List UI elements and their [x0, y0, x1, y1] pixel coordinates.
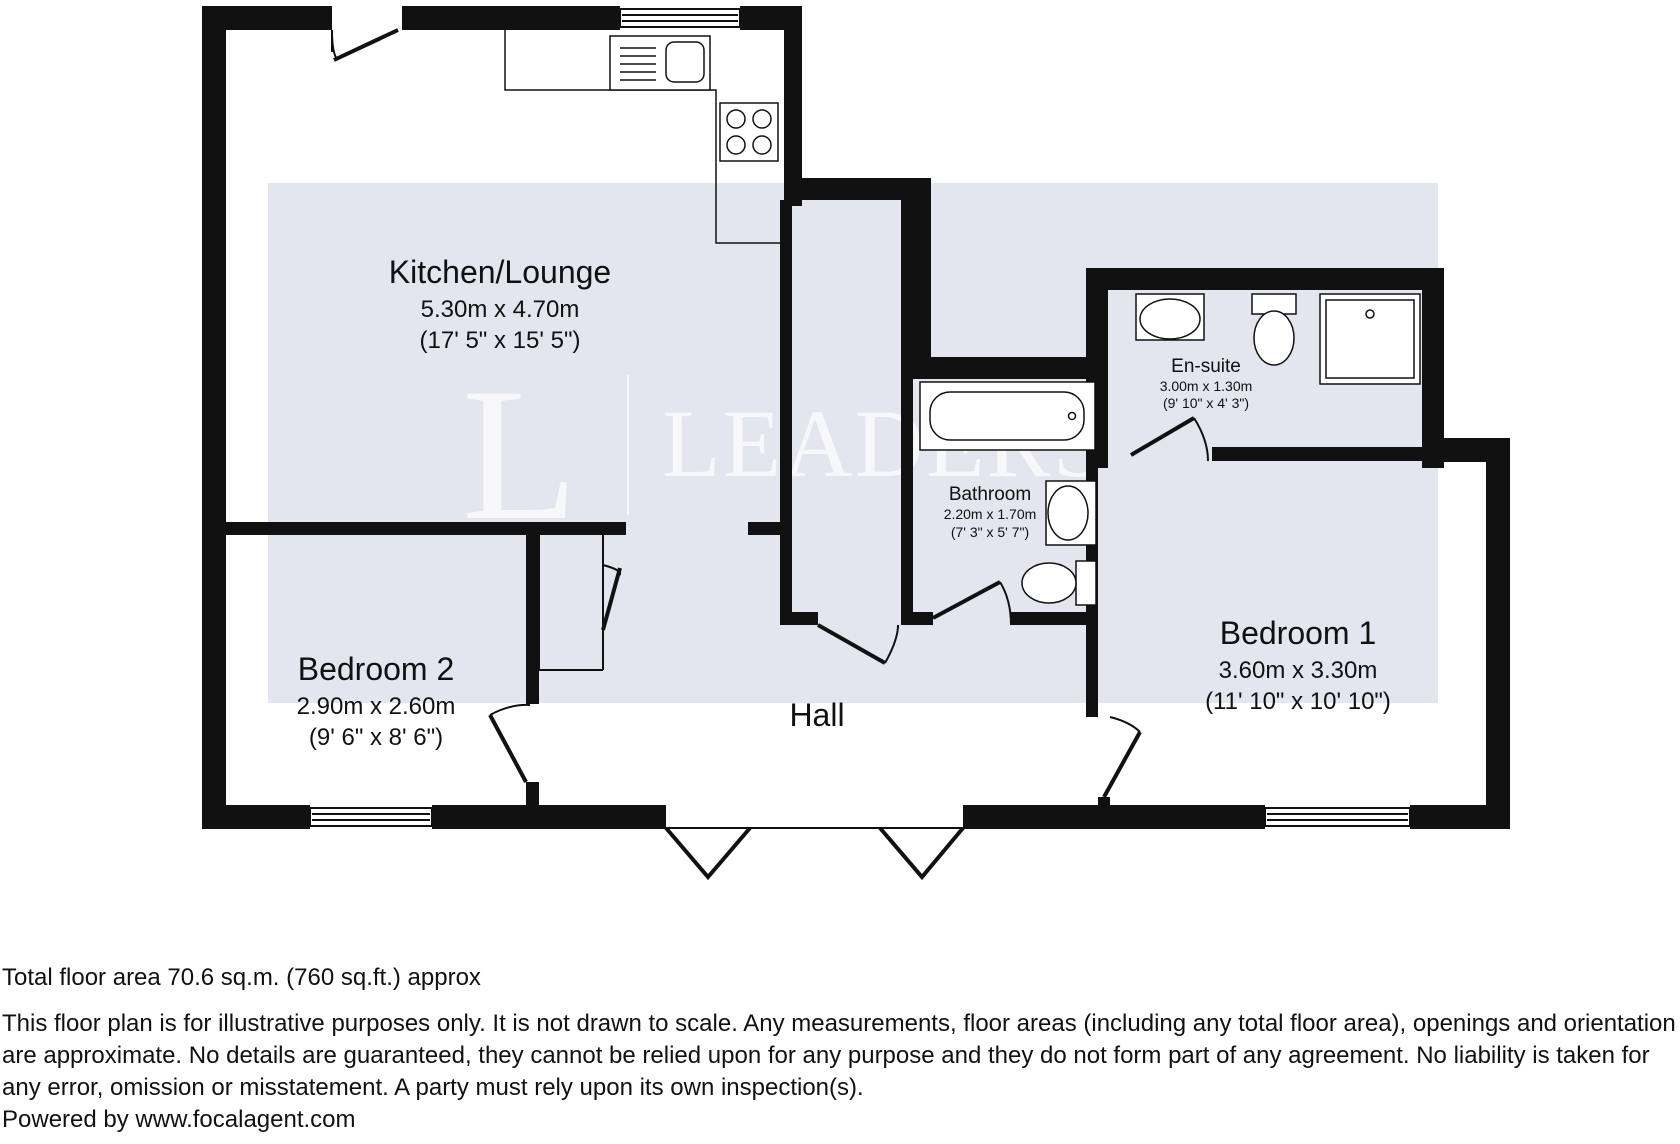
powered-by: Powered by www.focalagent.com [2, 1106, 356, 1133]
doors [331, 28, 1209, 881]
room-metric: 3.00m x 1.30m [1160, 378, 1253, 394]
bathroom-fittings [919, 381, 1097, 606]
toilet-icon [1021, 560, 1097, 606]
room-metric: 5.30m x 4.70m [421, 296, 580, 323]
hob-icon [719, 102, 779, 162]
basin-icon [1135, 293, 1205, 341]
room-metric: 3.60m x 3.30m [1219, 657, 1378, 684]
sink-icon [609, 35, 711, 91]
footer: Total floor area 70.6 sq.m. (760 sq.ft.)… [2, 962, 1678, 1136]
toilet-icon [1251, 293, 1297, 366]
ensuite-fittings [1135, 293, 1421, 385]
floor-plan: L LEADERS [202, 6, 1510, 881]
room-metric: 2.20m x 1.70m [944, 506, 1037, 522]
bath-icon [919, 381, 1096, 451]
room-imperial: (9' 10" x 4' 3") [1163, 395, 1249, 411]
room-name: Hall [789, 697, 844, 733]
room-imperial: (11' 10" x 10' 10") [1205, 688, 1391, 715]
room-metric: 2.90m x 2.60m [297, 693, 456, 720]
total-floor-area: Total floor area 70.6 sq.m. (760 sq.ft.)… [2, 964, 481, 991]
basin-icon [1045, 480, 1097, 546]
room-name: En-suite [1171, 356, 1241, 377]
room-imperial: (7' 3" x 5' 7") [951, 524, 1029, 540]
room-bedroom-1: Bedroom 1 3.60m x 3.30m (11' 10" x 10' 1… [1205, 615, 1391, 715]
room-bathroom: Bathroom 2.20m x 1.70m (7' 3" x 5' 7") [944, 484, 1037, 540]
shower-icon [1319, 293, 1421, 385]
room-bedroom-2: Bedroom 2 2.90m x 2.60m (9' 6" x 8' 6") [297, 651, 456, 751]
disclaimer: This floor plan is for illustrative purp… [2, 1010, 1676, 1101]
kitchen-units [504, 30, 784, 244]
room-imperial: (9' 6" x 8' 6") [309, 724, 443, 751]
walls [202, 6, 1510, 829]
room-hall: Hall [789, 697, 844, 733]
room-imperial: (17' 5" x 15' 5") [420, 327, 581, 354]
room-en-suite: En-suite 3.00m x 1.30m (9' 10" x 4' 3") [1160, 356, 1253, 411]
window-bedroom2 [309, 807, 433, 827]
window-bedroom1 [1264, 807, 1411, 827]
windows [309, 8, 1411, 827]
room-name: Bedroom 1 [1220, 615, 1377, 651]
room-name: Kitchen/Lounge [389, 254, 611, 290]
room-name: Bedroom 2 [298, 651, 455, 687]
window-kitchen [619, 8, 741, 28]
room-name: Bathroom [949, 484, 1031, 505]
room-kitchen-lounge: Kitchen/Lounge 5.30m x 4.70m (17' 5" x 1… [389, 254, 611, 354]
